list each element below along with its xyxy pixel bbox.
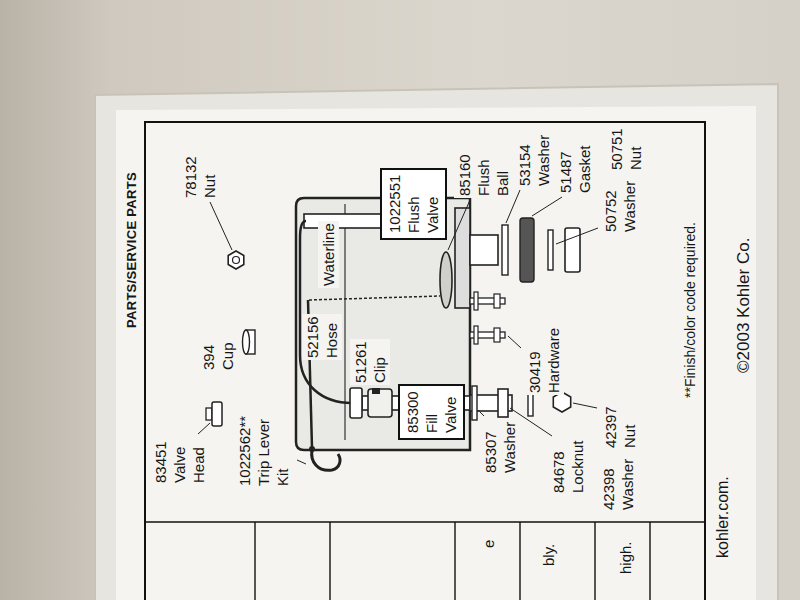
clip-symbol xyxy=(372,388,380,394)
waterline-label: Waterline xyxy=(318,221,339,288)
table-rule xyxy=(454,522,455,600)
note-text: **Finish/color code required. xyxy=(680,220,701,400)
callout-label: 50752 Washer xyxy=(600,179,640,234)
callout-label: 42397 Nut xyxy=(600,404,640,450)
nut-hole xyxy=(233,257,240,264)
nut-symbol xyxy=(228,251,244,269)
flush-valve-seat xyxy=(455,208,470,308)
flush-valve-spud xyxy=(470,235,498,265)
callout-label: 83451 Valve Head xyxy=(150,439,209,485)
gasket-symbol xyxy=(520,218,534,282)
nut-symbol xyxy=(494,328,500,342)
callout-label: 42398 Washer xyxy=(598,457,638,512)
nut-symbol xyxy=(565,228,580,272)
lift-chain xyxy=(309,296,440,300)
waterline-mark xyxy=(344,204,345,440)
callout-label: 394 Cup xyxy=(198,340,238,372)
leader-line xyxy=(478,410,484,416)
callout-label: 53154 Washer xyxy=(514,133,554,188)
washer-symbol xyxy=(502,225,508,275)
table-divider xyxy=(145,521,705,523)
callout-label: 52156 Hose xyxy=(302,314,342,360)
table-cell-text: e xyxy=(478,538,499,550)
leader-line xyxy=(573,403,597,408)
trip-lever-handle xyxy=(312,450,340,470)
part-box: 85300 Fill Valve xyxy=(398,384,465,440)
leader-line xyxy=(297,460,306,464)
callout-label: 85160 Flush Ball xyxy=(454,152,513,198)
parts-heading: PARTS/SERVICE PARTS xyxy=(123,170,141,330)
valve-head-symbol xyxy=(206,408,212,420)
washer-symbol xyxy=(474,292,478,310)
leader-line xyxy=(198,423,210,434)
leader-line xyxy=(448,200,470,250)
sticker-face xyxy=(116,106,756,600)
cup-symbol xyxy=(243,330,250,354)
table-rule xyxy=(254,522,255,600)
leader-line xyxy=(508,336,521,348)
sticker-edge xyxy=(95,84,778,600)
locknut-symbol xyxy=(498,389,508,417)
table-cell-text: bly. xyxy=(538,542,559,568)
float-cup xyxy=(368,389,392,417)
callout-label: 51261 Clip xyxy=(350,339,390,385)
callout-label: 85307 Washer xyxy=(480,420,520,475)
nut-symbol xyxy=(494,294,500,308)
valve-head-symbol xyxy=(212,402,222,426)
leader-line xyxy=(556,228,598,244)
flush-ball xyxy=(440,252,452,308)
fill-valve-cap xyxy=(350,388,362,418)
part-box-label: 1022551 Flush Valve xyxy=(385,175,442,233)
refill-hose xyxy=(300,221,352,403)
overflow-tube xyxy=(304,214,384,228)
table-rule xyxy=(594,522,595,600)
web-address: kohler.com. xyxy=(712,474,733,560)
callout-label: 84678 Locknut xyxy=(548,438,588,495)
washer-symbol xyxy=(548,230,553,270)
leader-line xyxy=(532,197,562,216)
callout-label: 50751 Nut xyxy=(606,126,646,172)
table-border xyxy=(145,122,705,600)
table-rule xyxy=(519,522,520,600)
nut-symbol xyxy=(553,392,570,412)
part-box: 1022551 Flush Valve xyxy=(380,168,447,240)
part-box-label: 85300 Fill Valve xyxy=(403,391,460,433)
callout-label: 1022562** Trip Lever Kit xyxy=(234,404,293,488)
callout-label: 51487 Gasket xyxy=(555,143,595,195)
table-rule xyxy=(329,522,330,600)
leader-line xyxy=(210,202,232,250)
washer-symbol xyxy=(472,386,477,420)
callout-label: 30419 Hardware xyxy=(524,326,564,395)
table-cell-text: high. xyxy=(615,539,636,576)
table-rule xyxy=(649,522,650,600)
callout-label: 78132 Nut xyxy=(180,154,220,200)
washer-symbol xyxy=(474,326,478,344)
copyright-note: ©2003 Kohler Co. xyxy=(733,236,754,375)
